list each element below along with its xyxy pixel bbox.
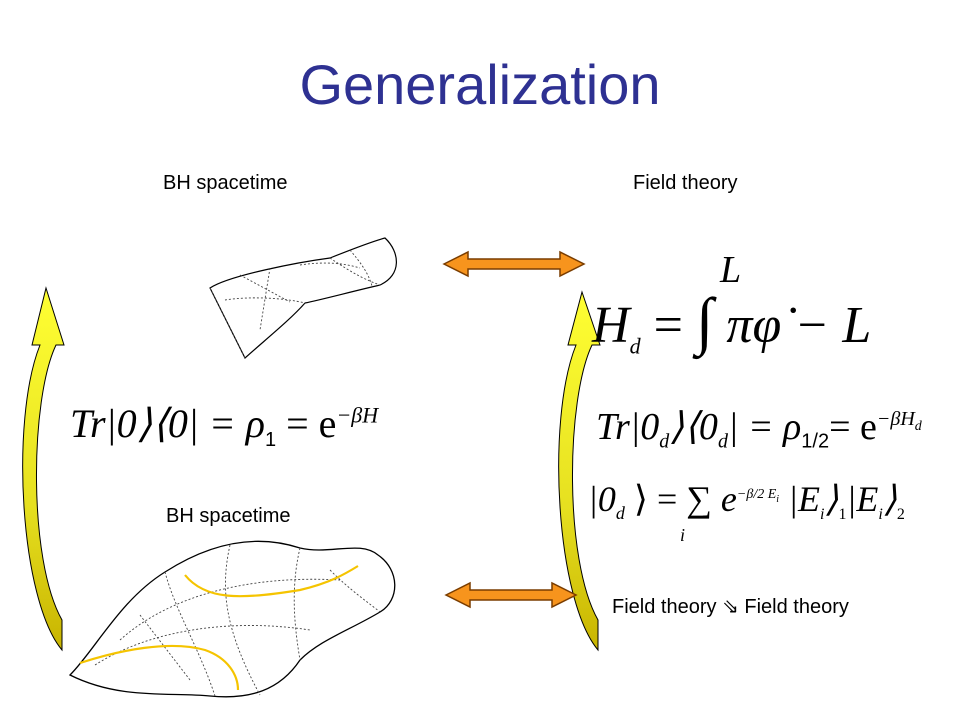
eq-tr-left-exp: −βH (336, 402, 379, 428)
eq-state-lhs: |0 (588, 479, 616, 519)
curved-arrow-left-icon (22, 286, 65, 652)
eq-hd-H: H (592, 297, 630, 354)
eq-tr-left-rhs: = e (286, 401, 337, 446)
double-arrow-bottom-icon (444, 581, 578, 609)
eq-tr-right-rho: | = ρ (727, 406, 802, 448)
eq-hd-sub: d (629, 333, 641, 359)
label-field-theory-top: Field theory (633, 172, 738, 194)
eq-tr-right-b: ⟩⟨0 (669, 406, 718, 448)
double-arrow-top-icon (442, 250, 586, 278)
spacetime-sheet-bottom (68, 540, 396, 698)
slide-title: Generalization (299, 53, 661, 116)
eq-state-beta: β (746, 487, 754, 502)
equation-trace-right: Tr|0d⟩⟨0d| = ρ1/2= e−βHd (596, 404, 922, 454)
eq-state-ket2-i: i (878, 506, 883, 524)
eq-tr-right-exp: −βH (876, 408, 915, 431)
eq-tr-right-rhs: = e (829, 406, 877, 448)
eq-tr-left-sub: 1 (265, 429, 277, 451)
eq-state-e: e (720, 479, 737, 519)
eq-state-lhs-sub: d (615, 503, 625, 524)
eq-tr-right-sub2: d (717, 430, 728, 453)
eq-tr-right-exp-sub: d (914, 419, 922, 435)
eq-state-two: 2 (757, 487, 765, 502)
eq-state-ket1-sub: 1 (838, 506, 847, 524)
eq-tr-right-sub1: d (659, 430, 670, 453)
spacetime-sheet-top (209, 237, 397, 359)
eq-state-Ei: E (767, 487, 777, 502)
eq-state-ket2-sub: 2 (896, 506, 905, 524)
eq-tr-right-rho-sub: 1/2 (801, 430, 830, 453)
eq-state-ket1: |E (788, 479, 820, 519)
eq-hd-equals: = (653, 297, 683, 354)
eq-hd-upper-limit: L (720, 249, 742, 291)
curved-arrow-right-icon (558, 290, 601, 652)
eq-hd-body: πφ̇ − L (726, 297, 872, 354)
label-bh-spacetime-top: BH spacetime (163, 172, 288, 194)
eq-state-eq: ⟩ = ∑ (633, 479, 712, 519)
eq-state-sum-index: i (680, 525, 686, 545)
equation-state-expansion: |0d ⟩ = ∑ e−β/2 Ei |Ei⟩1|Ei⟩2 (588, 479, 905, 524)
label-field-theory-bottom: Field theory ⇘ Field theory (612, 594, 849, 619)
geodesic-upper (184, 565, 359, 598)
eq-state-Ei-sub: i (776, 493, 780, 505)
geodesic-lower (79, 644, 240, 691)
label-field-theory-left-part: Field theory (612, 596, 717, 618)
eq-state-ket1-i: i (819, 506, 825, 524)
eq-state-exp: − (736, 487, 747, 502)
equation-hamiltonian: Hd = ∫ πφ̇ − L (592, 284, 871, 359)
arrow-southeast-icon: ⇘ (722, 596, 739, 618)
eq-hd-integral: ∫ (695, 285, 714, 356)
eq-tr-right-a: Tr|0 (596, 406, 660, 448)
eq-state-ket2: |E (846, 479, 879, 519)
label-field-theory-right-part: Field theory (744, 596, 849, 618)
eq-tr-left-main: Tr|0⟩⟨0| = ρ (70, 401, 265, 446)
equation-trace-left: Tr|0⟩⟨0| = ρ1 = e−βH (70, 400, 378, 452)
label-bh-spacetime-bottom: BH spacetime (166, 505, 291, 527)
